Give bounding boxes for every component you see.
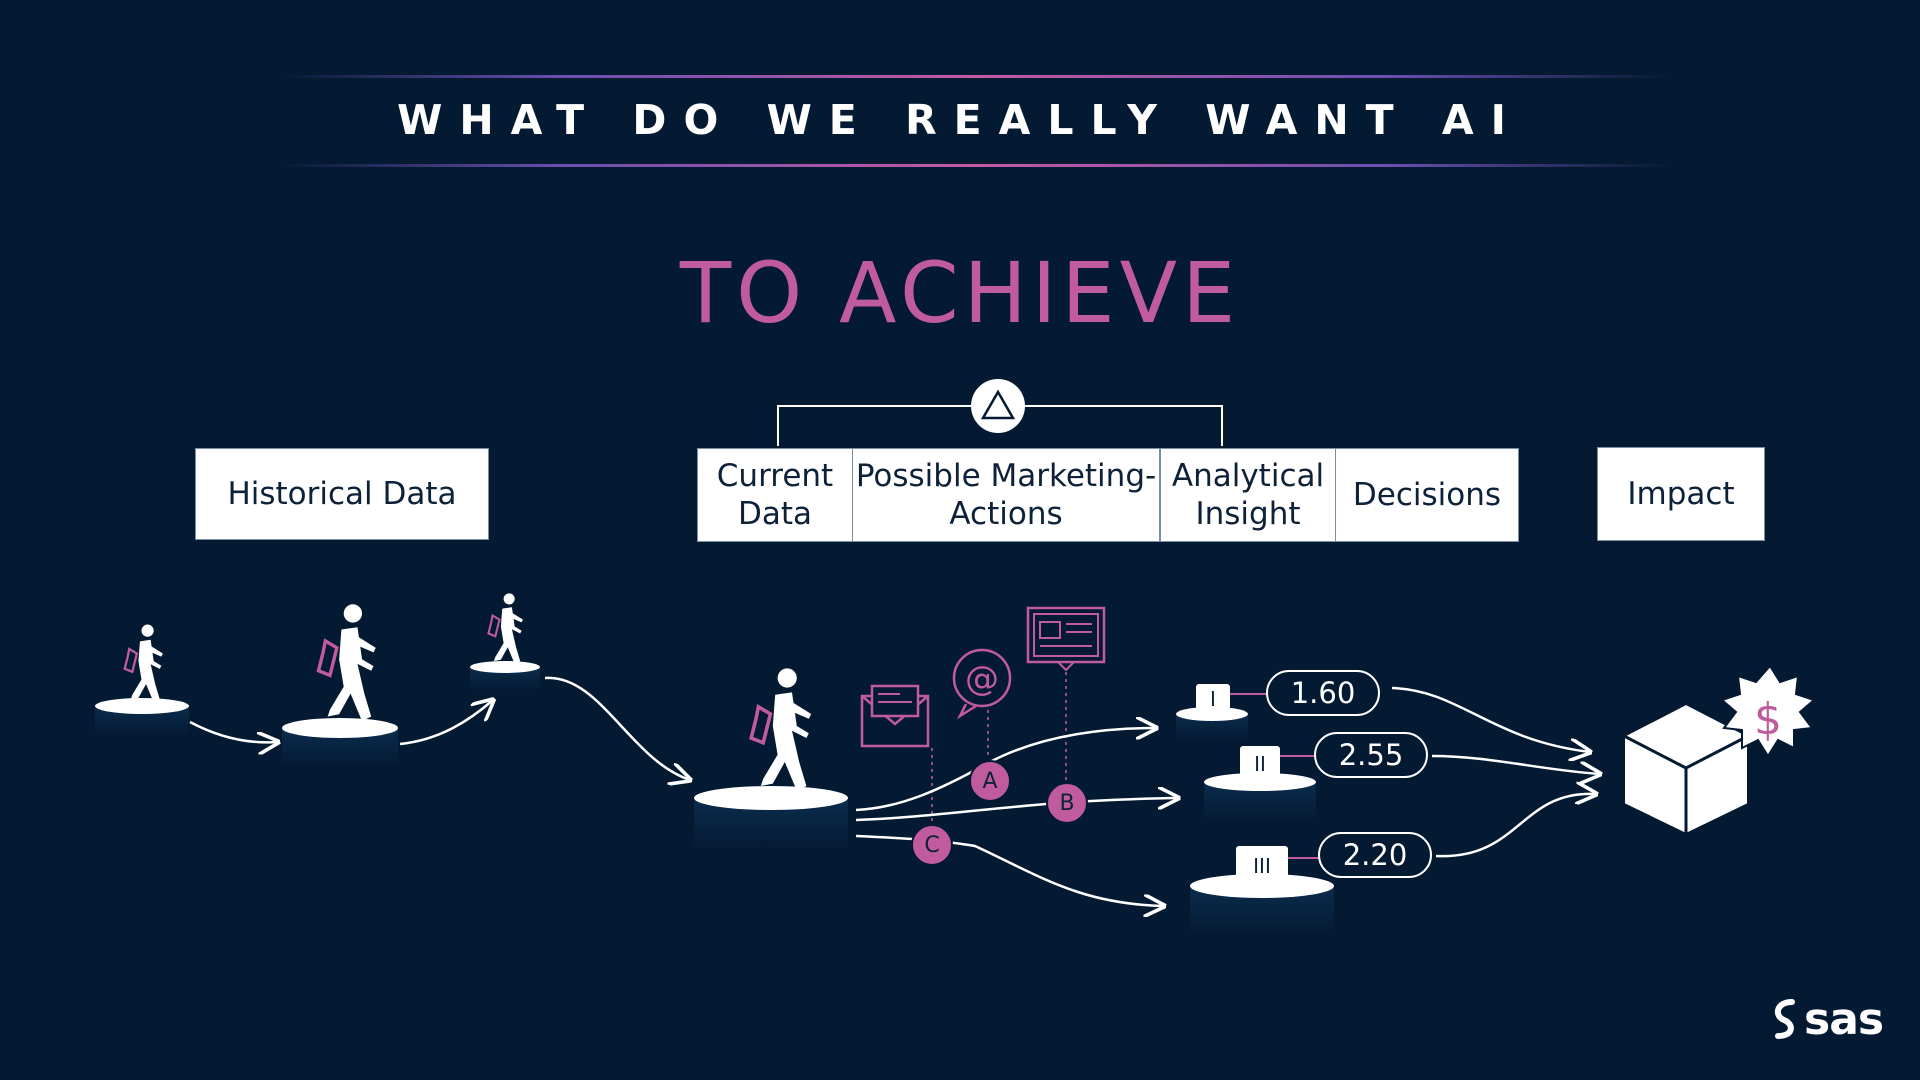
walking-person-icon [487,592,525,665]
possible-actions-label: Possible Marketing-Actions [855,458,1157,532]
decision-pedestal-2 [1204,746,1316,822]
at-sign-icon: @ [952,648,1012,720]
slide-title: WHAT DO WE REALLY WANT AI [397,96,1523,144]
action-badge-b: B [1046,782,1088,824]
decision-score-2: 2.55 [1314,732,1428,778]
sas-logo-text: sas [1804,993,1884,1045]
possible-actions-box: Possible Marketing-Actions [852,448,1160,542]
action-badge-c: C [911,824,953,866]
monitor-icon [1026,606,1106,672]
decision-rank-3: III [1253,854,1271,878]
box-icon [1623,702,1749,836]
top-rule [280,75,1670,78]
current-data-box: Current Data [697,448,853,542]
envelope-icon [860,684,930,748]
dollar-burst-icon [1720,664,1816,758]
dollar-sign: $ [1754,694,1782,745]
decision-pedestal-3 [1190,846,1334,936]
decision-pedestal-1 [1176,684,1248,740]
decisions-label: Decisions [1352,477,1502,513]
analytical-insight-label: Analytical Insight [1171,458,1325,532]
pedestal-3 [470,592,540,691]
current-data-label: Current Data [716,458,834,532]
svg-text:@: @ [965,659,999,699]
decision-rank-1: I [1210,687,1216,711]
analytical-insight-box: Analytical Insight [1160,448,1336,542]
walking-person-icon [749,666,814,793]
pedestal-2 [282,602,398,768]
sas-logo-icon [1774,999,1795,1039]
decision-score-1: 1.60 [1266,670,1380,716]
decision-rank-2: II [1254,752,1266,776]
current-pedestal [694,666,848,850]
impact-label: Impact [1627,476,1735,512]
walking-person-icon [316,602,378,723]
slide-subtitle: TO ACHIEVE [679,244,1241,342]
pedestal-1 [95,623,189,736]
action-badge-a: A [969,760,1011,802]
impact-box: Impact [1597,447,1765,541]
historical-data-label: Historical Data [227,476,457,512]
decisions-box: Decisions [1335,448,1519,542]
decision-score-3: 2.20 [1318,832,1432,878]
bottom-rule [280,164,1670,167]
historical-data-box: Historical Data [195,448,489,540]
sas-logo: sas [1766,993,1884,1045]
walking-person-icon [123,623,165,704]
